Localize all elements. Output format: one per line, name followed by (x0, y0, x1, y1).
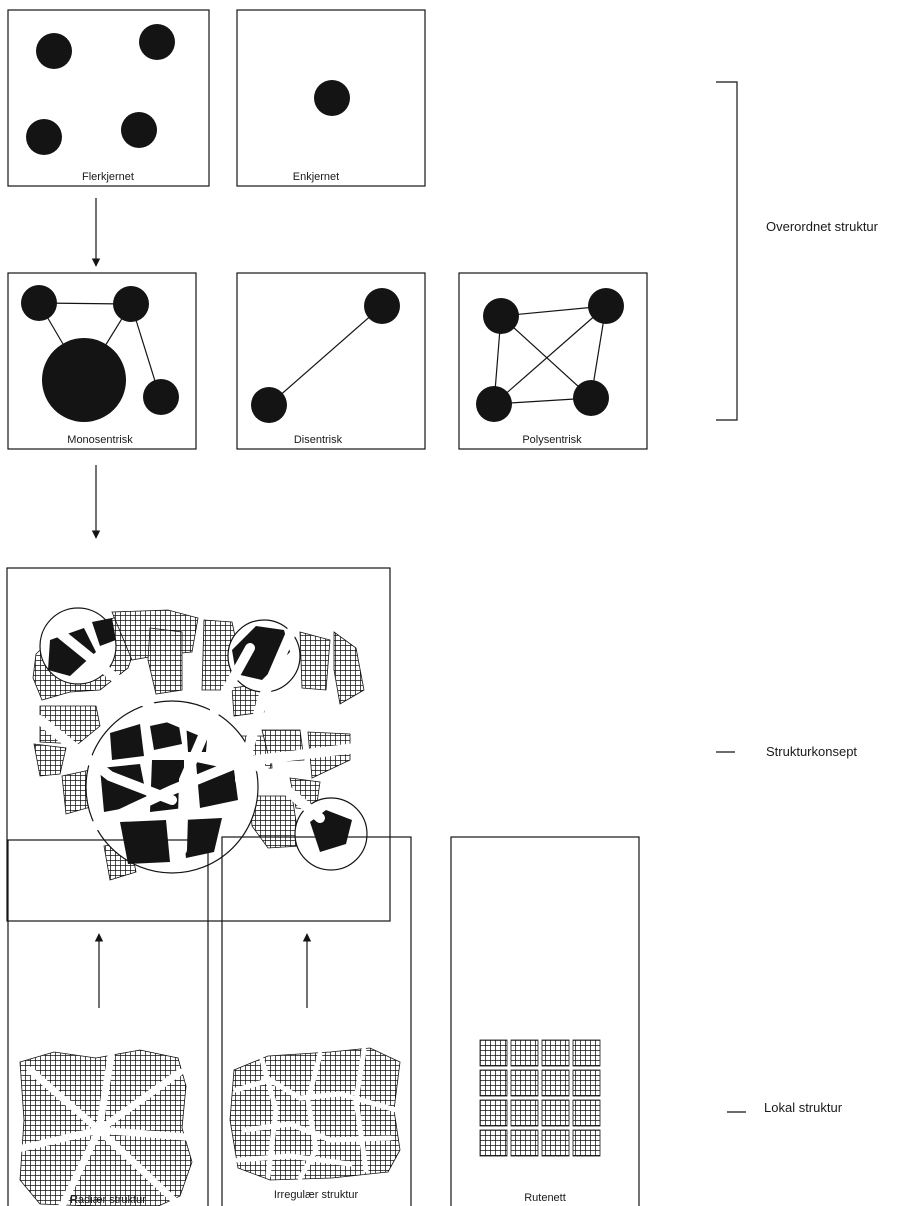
grid-block (541, 1039, 570, 1067)
node (314, 80, 350, 116)
grid-block (541, 1099, 570, 1127)
grid-block (510, 1099, 539, 1127)
label-polysentrisk: Polysentrisk (522, 434, 582, 446)
grid-block (479, 1069, 508, 1097)
grid-block (479, 1099, 508, 1127)
label-strukturkonsept: Strukturkonsept (766, 744, 857, 759)
node (121, 112, 157, 148)
panel-disentrisk: Disentrisk (236, 272, 426, 450)
node-large (42, 338, 126, 422)
grid-blocks (479, 1039, 601, 1157)
core-block (92, 618, 116, 646)
link (268, 305, 383, 406)
grid-block (510, 1129, 539, 1157)
core-block (110, 724, 144, 760)
label-flerkjernet: Flerkjernet (82, 171, 134, 183)
panel-irregulaer-struktur: Irregulær struktur (221, 836, 412, 1206)
label-radiaer-struktur: Radiær struktur (70, 1194, 146, 1206)
node (143, 379, 179, 415)
grid-block (510, 1039, 539, 1067)
panel-rutenett: Rutenett (450, 836, 640, 1206)
core-block (182, 818, 222, 858)
panel-frame (7, 9, 210, 187)
panel-frame (458, 272, 648, 450)
road-network (35, 607, 361, 855)
node (26, 119, 62, 155)
node (483, 298, 519, 334)
radial-roads (10, 1046, 202, 1206)
label-lokal-struktur: Lokal struktur (764, 1100, 843, 1115)
core-block (150, 720, 182, 750)
urban-block (333, 631, 365, 705)
grid-block (572, 1129, 601, 1157)
bracket-line (716, 81, 738, 421)
node (21, 285, 57, 321)
urban-block (147, 627, 183, 695)
label-rutenett: Rutenett (524, 1192, 566, 1204)
node (139, 24, 175, 60)
panel-radiaer-struktur: Radiær struktur (7, 839, 209, 1206)
grid-block (541, 1129, 570, 1157)
panel-frame (7, 272, 197, 450)
grid-block (541, 1069, 570, 1097)
label-disentrisk: Disentrisk (294, 434, 343, 446)
grid-block (572, 1039, 601, 1067)
level-strukturkonsept: Strukturkonsept (716, 744, 857, 759)
irregular-roads (233, 1047, 399, 1181)
panel-frame (450, 836, 640, 1206)
panel-frame (7, 839, 209, 1206)
panel-strukturkonsept (6, 567, 391, 922)
grid-block (479, 1039, 508, 1067)
panel-enkjernet: Enkjernet (236, 9, 426, 187)
label-monosentrisk: Monosentrisk (67, 434, 133, 446)
node (588, 288, 624, 324)
panel-frame (221, 836, 412, 1206)
core-block (120, 820, 170, 864)
node (113, 286, 149, 322)
node (251, 387, 287, 423)
urban-block (33, 743, 67, 777)
grid-block (572, 1069, 601, 1097)
level-lokal-struktur: Lokal struktur (727, 1100, 843, 1115)
node (36, 33, 72, 69)
bracket-overordnet: Overordnet struktur (716, 81, 879, 421)
panel-polysentrisk: Polysentrisk (458, 272, 648, 450)
label-irregulaer-struktur: Irregulær struktur (274, 1189, 359, 1201)
label-enkjernet: Enkjernet (293, 171, 339, 183)
panel-frame (236, 272, 426, 450)
grid-block (572, 1099, 601, 1127)
node (476, 386, 512, 422)
node (573, 380, 609, 416)
link (493, 305, 607, 405)
panel-flerkjernet: Flerkjernet (7, 9, 210, 187)
grid-block (510, 1069, 539, 1097)
panel-monosentrisk: Monosentrisk (7, 272, 197, 450)
grid-block (479, 1129, 508, 1157)
panel-frame (236, 9, 426, 187)
node (364, 288, 400, 324)
core-block (48, 628, 96, 676)
urban-block (299, 631, 331, 691)
label-overordnet-struktur: Overordnet struktur (766, 219, 879, 234)
link (500, 315, 592, 399)
urban-block (249, 795, 301, 849)
